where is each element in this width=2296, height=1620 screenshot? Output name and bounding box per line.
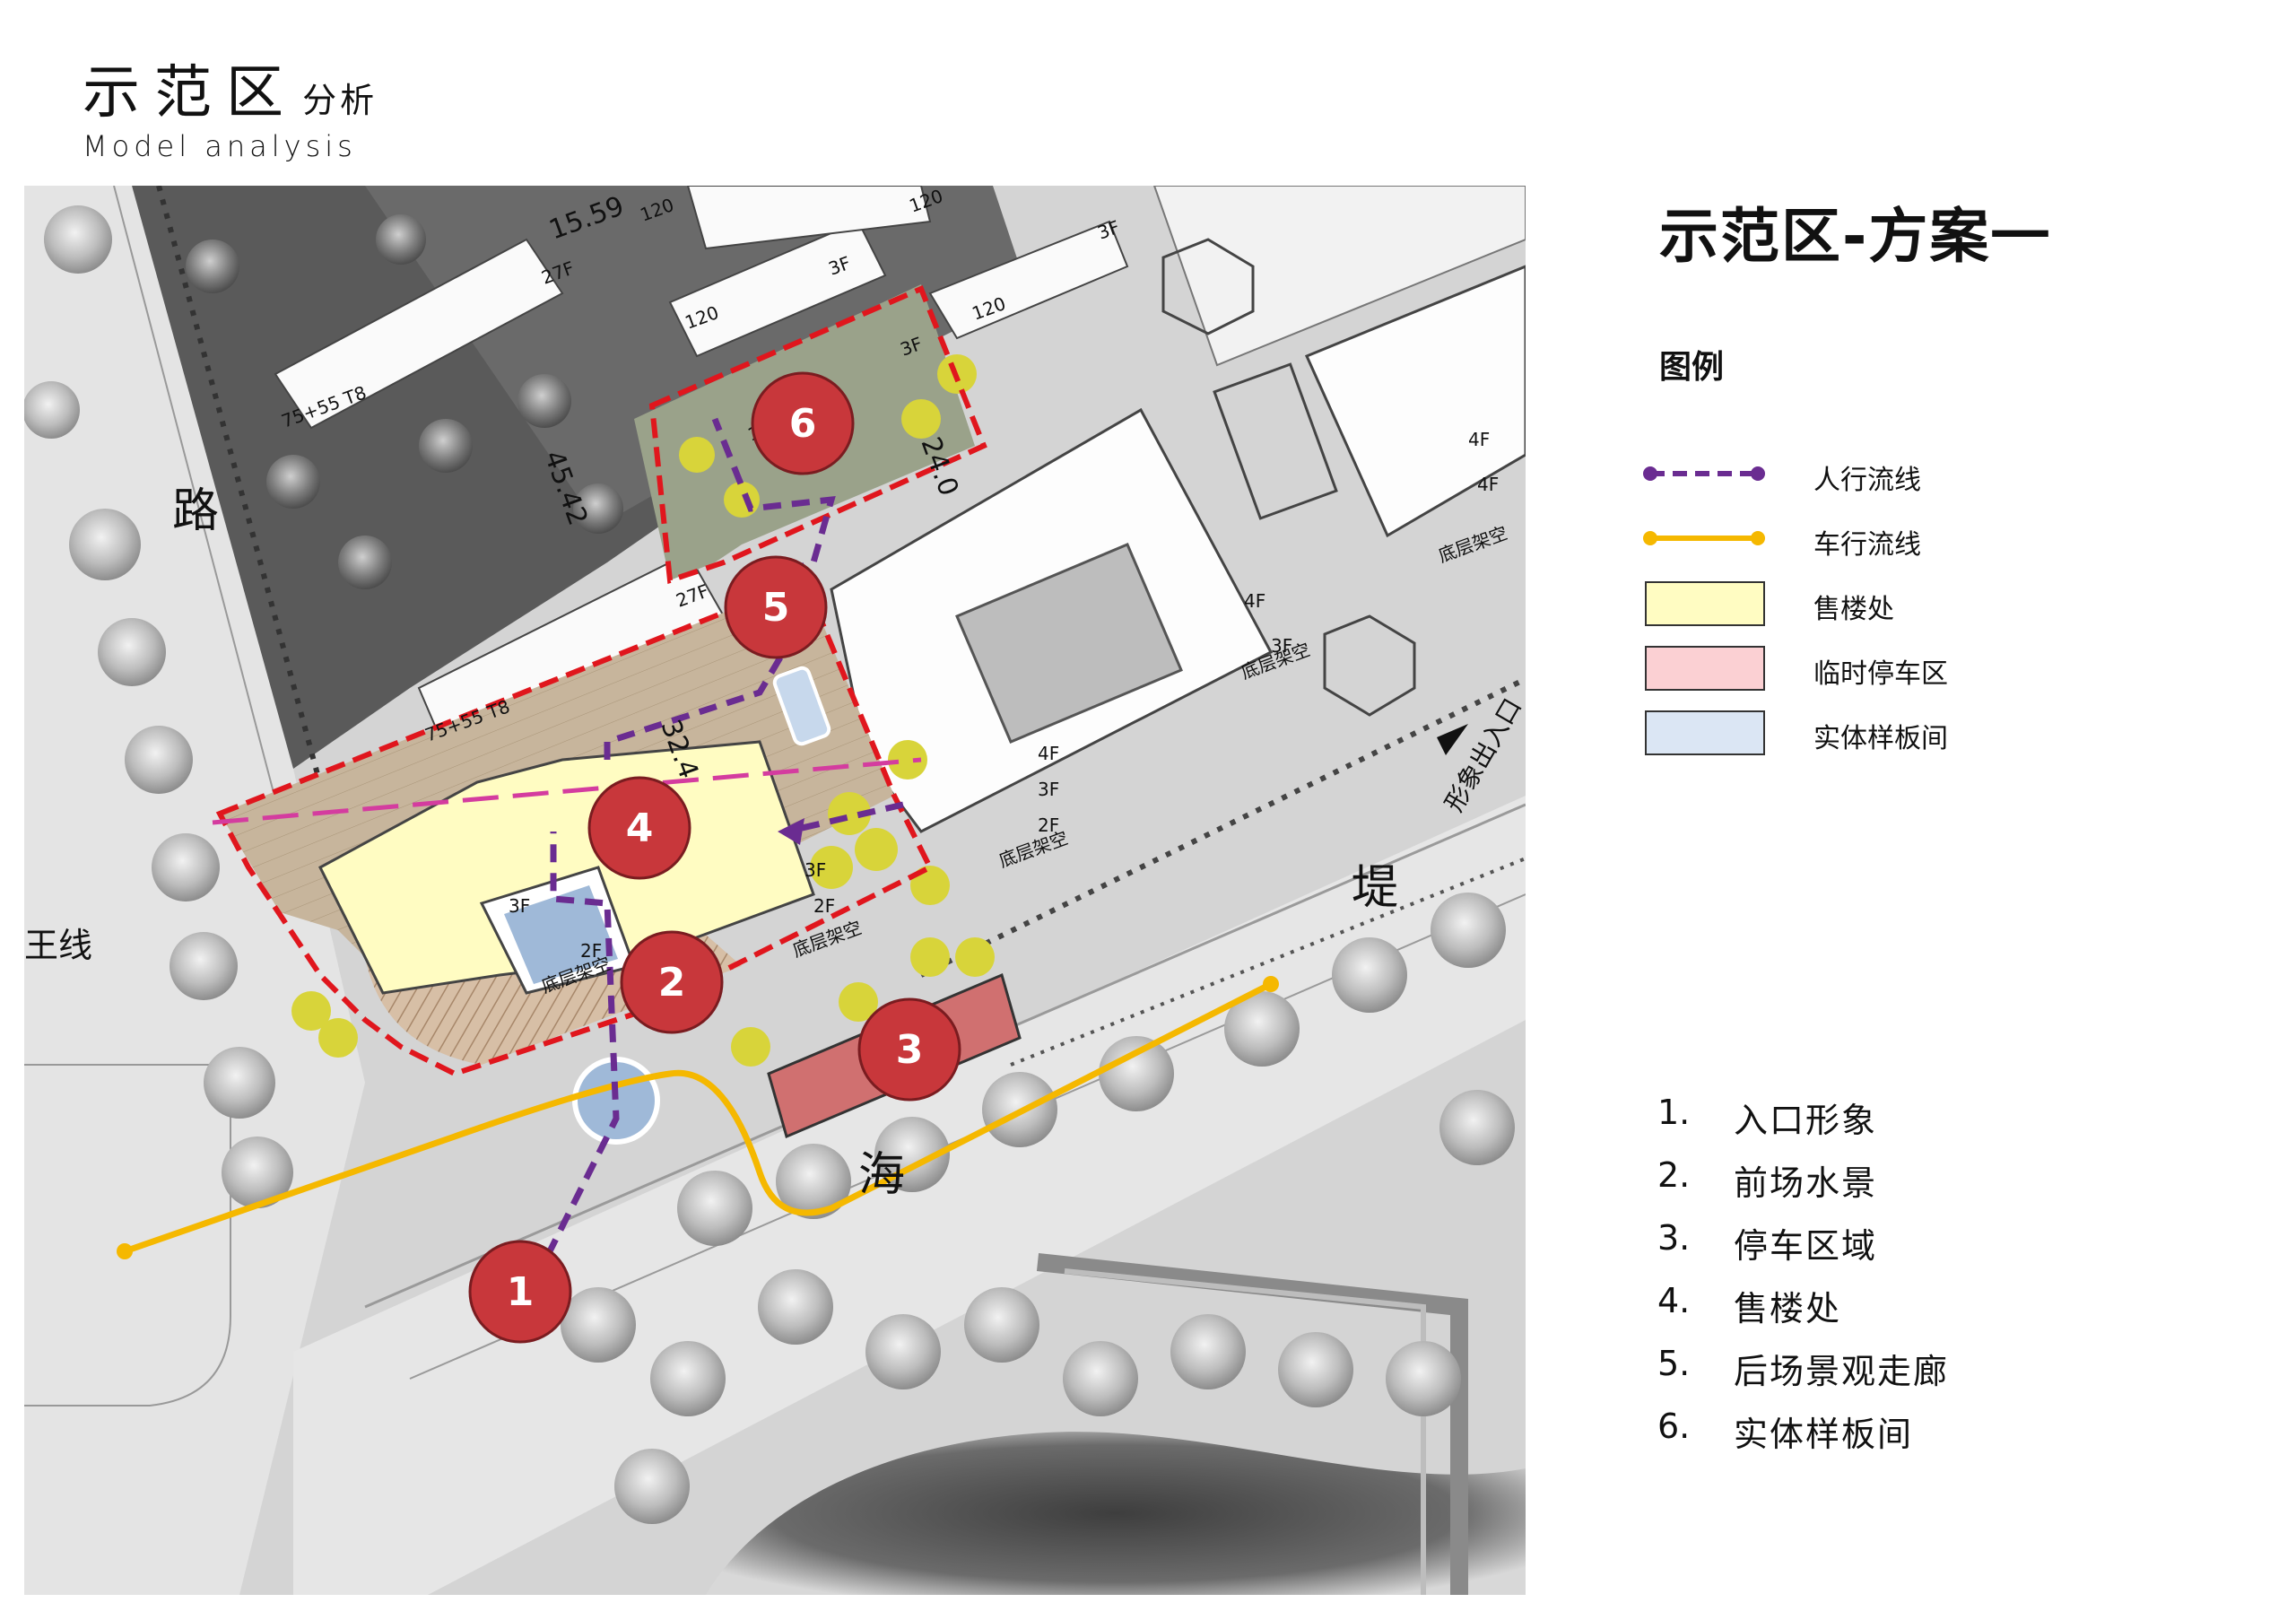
vehicle-flow-line [123, 980, 1273, 1255]
note-item: 6. 实体样板间 [1657, 1407, 1914, 1454]
site-plan-map: 15.59 45.42 32.4 24.0 120 120 120 120 3F… [24, 186, 1526, 1595]
legend-label: 售楼处 [1813, 594, 1894, 625]
legend-item-sales: 售楼处 [1641, 578, 2090, 642]
svg-text:4F: 4F [1038, 743, 1059, 764]
zone-trees [291, 354, 995, 1067]
legend-item-model-house: 实体样板间 [1641, 707, 2090, 771]
note-item: 5. 后场景观走廊 [1657, 1344, 1950, 1391]
legend-label: 人行流线 [1813, 465, 1921, 496]
lake [706, 1432, 1526, 1595]
demo-boundary [215, 577, 935, 1077]
entrance-arrow-icon [1437, 724, 1468, 755]
svg-text:4F: 4F [1468, 429, 1490, 450]
svg-text:3: 3 [896, 1027, 924, 1073]
legend: 人行流线 车行流线 售楼处 临时停车区 实体样板间 [1641, 449, 2090, 771]
residential-tower-a [274, 238, 564, 430]
legend-label: 临时停车区 [1813, 658, 1948, 690]
legend-label: 车行流线 [1813, 529, 1921, 561]
pedestrian-flow-line [518, 832, 620, 1309]
road-label: 王线 [24, 926, 92, 965]
marker-6[interactable]: 6 [751, 371, 855, 475]
legend-item-vehicle: 车行流线 [1641, 513, 2090, 578]
svg-text:3F: 3F [509, 895, 530, 917]
svg-text:1: 1 [507, 1269, 535, 1315]
svg-text:2F: 2F [813, 895, 835, 917]
legend-item-parking: 临时停车区 [1641, 642, 2090, 707]
header-title-cn: 示范区 [83, 60, 298, 126]
note-item: 1. 入口形象 [1657, 1093, 1878, 1140]
road-label: 路 [172, 484, 219, 538]
legend-title: 图例 [1659, 349, 1725, 386]
svg-text:5: 5 [762, 585, 790, 631]
parking-swatch [1645, 646, 1765, 691]
legend-item-pedestrian: 人行流线 [1641, 449, 2090, 513]
site-plan-svg: 15.59 45.42 32.4 24.0 120 120 120 120 3F… [24, 186, 1526, 1595]
sales-swatch [1645, 581, 1765, 626]
marker-2[interactable]: 2 [620, 930, 724, 1034]
vehicle-line-icon [1643, 531, 1765, 545]
svg-text:2F: 2F [1038, 814, 1059, 836]
sales-center-building [318, 740, 815, 995]
plan-title: 示范区-方案一 [1659, 202, 2052, 271]
tree-group [24, 205, 1515, 1524]
marker-3[interactable]: 3 [857, 997, 961, 1102]
svg-text:2F: 2F [580, 940, 602, 962]
entrance-fountain [572, 1057, 660, 1145]
svg-text:4F: 4F [1244, 590, 1265, 612]
legend-label: 实体样板间 [1813, 723, 1948, 754]
header-title-en: Model analysis [83, 129, 357, 163]
front-water-feature [504, 885, 618, 984]
marker-5[interactable]: 5 [724, 555, 828, 659]
pedestrian-line-icon [1643, 466, 1765, 481]
svg-text:3F: 3F [1271, 635, 1292, 657]
note-item: 2. 前场水景 [1657, 1155, 1878, 1203]
svg-text:6: 6 [789, 401, 817, 447]
road-label: 堤 [1352, 861, 1398, 915]
svg-text:2: 2 [658, 960, 686, 1006]
notes-list: 1. 入口形象 2. 前场水景 3. 停车区域 4. 售楼处 5. 后场景观走廊… [1657, 1093, 2106, 1469]
header-title-sub: 分析 [302, 81, 378, 120]
note-item: 3. 停车区域 [1657, 1218, 1878, 1266]
seawall-road [293, 796, 1526, 1595]
svg-text:4F: 4F [1477, 474, 1499, 495]
marker-4[interactable]: 4 [587, 776, 691, 880]
road-label: 海 [858, 1148, 905, 1202]
marker-1[interactable]: 1 [468, 1240, 572, 1344]
svg-text:3F: 3F [804, 859, 826, 881]
page-header: 示范区 分析 Model analysis [83, 65, 378, 163]
model-house-swatch [1645, 710, 1765, 755]
note-item: 4. 售楼处 [1657, 1281, 1842, 1328]
svg-text:3F: 3F [1038, 779, 1059, 800]
svg-text:4: 4 [626, 806, 654, 851]
model-house-boundary [648, 285, 987, 585]
